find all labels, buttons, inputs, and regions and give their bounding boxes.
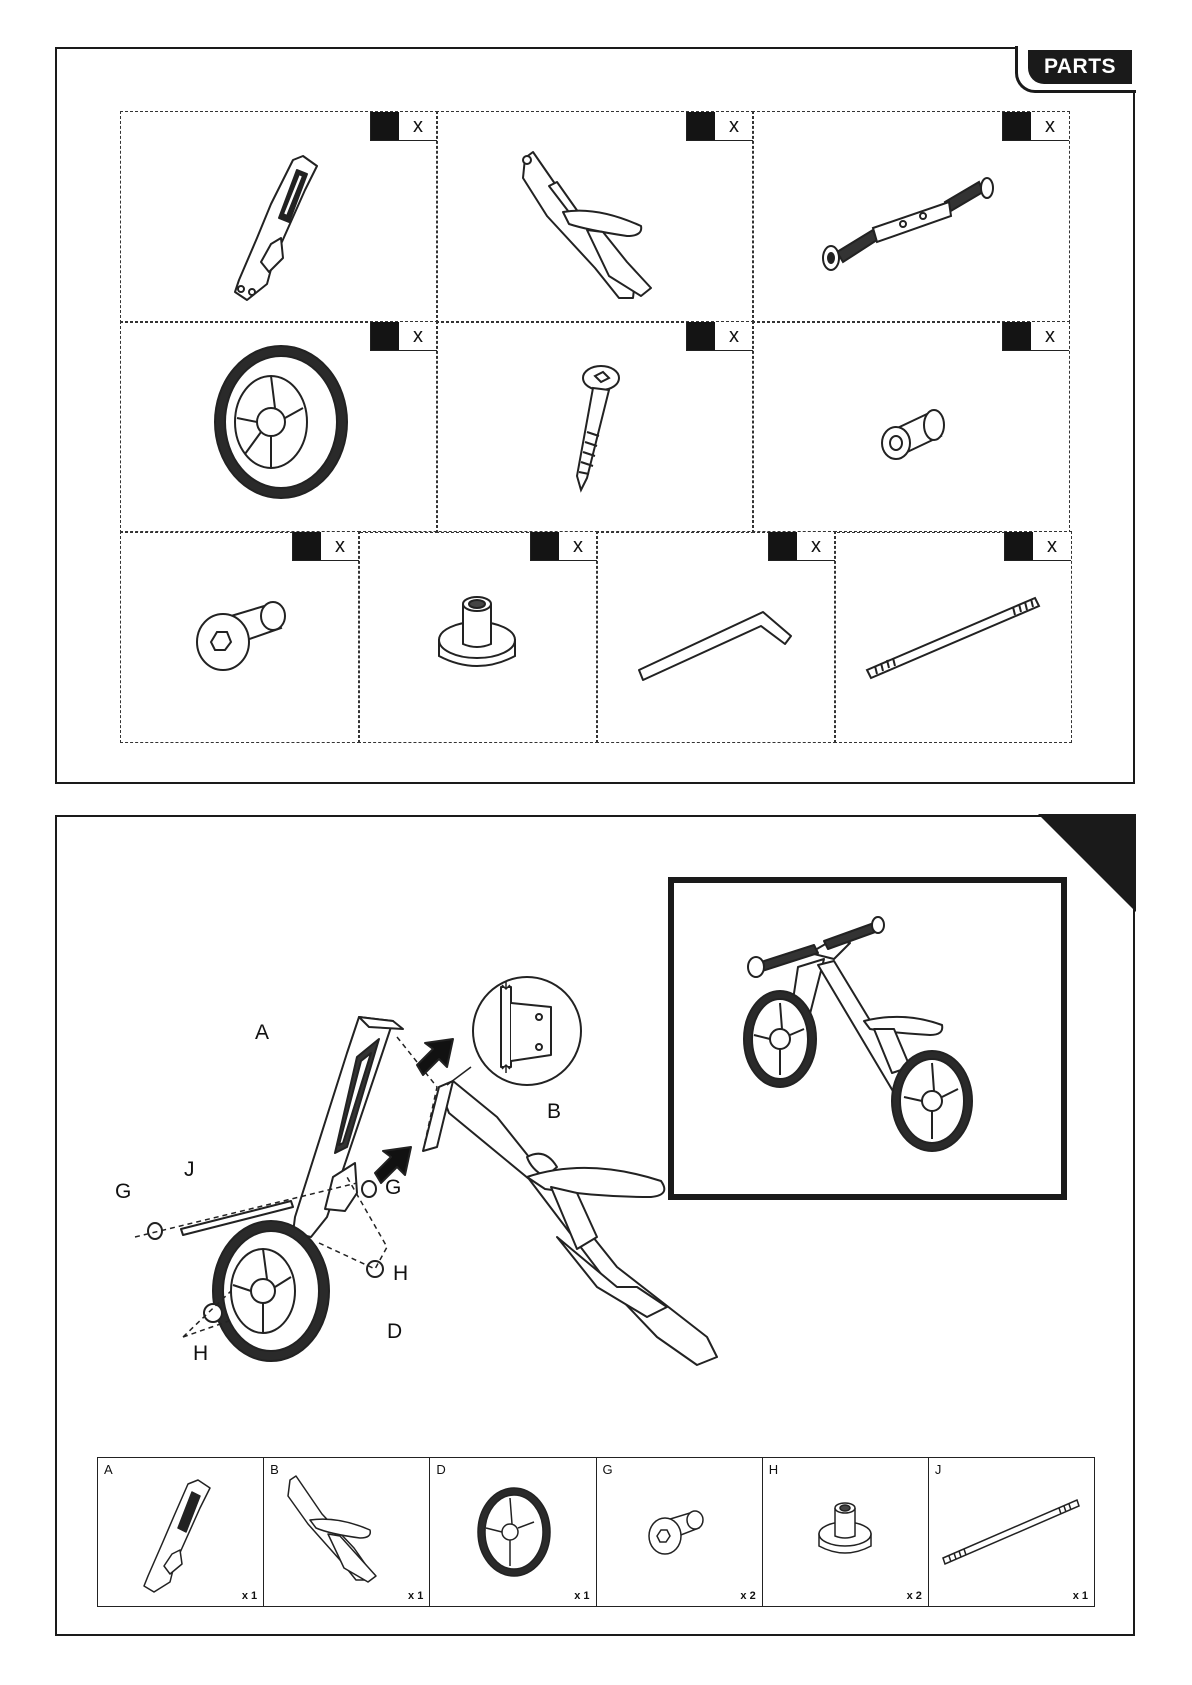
part-cell-4: x xyxy=(120,321,438,533)
strip-qty: x 1 xyxy=(574,1590,589,1602)
part-cell-3: x xyxy=(752,111,1070,323)
spacer-sleeve-icon xyxy=(753,322,1071,534)
strip-qty: x 2 xyxy=(907,1590,922,1602)
nut-h-left xyxy=(204,1304,222,1322)
part-cell-7: x xyxy=(120,531,360,743)
strip-qty: x 1 xyxy=(408,1590,423,1602)
handlebar-icon xyxy=(753,112,1071,324)
threaded-rod-icon xyxy=(929,1458,1095,1604)
cap-bolt-icon xyxy=(121,532,361,744)
side-frame-a-icon xyxy=(98,1458,264,1604)
part-cell-9: x xyxy=(596,531,836,743)
threaded-rod-icon xyxy=(835,532,1073,744)
part-cell-6: x xyxy=(752,321,1070,533)
part-cell-2: x xyxy=(436,111,754,323)
callout-d: D xyxy=(387,1321,402,1342)
callout-g-right: G xyxy=(385,1177,401,1198)
parts-tab: PARTS xyxy=(1015,46,1136,93)
insert-arrow-top xyxy=(417,1039,453,1075)
side-frame-a-icon xyxy=(121,112,439,324)
bolt-g-left xyxy=(148,1223,162,1239)
callout-g-left: G xyxy=(115,1181,131,1202)
callout-h-left: H xyxy=(193,1343,208,1364)
callout-j: J xyxy=(184,1159,195,1180)
side-frame-b-icon xyxy=(264,1458,430,1604)
strip-cell-d: D x 1 xyxy=(430,1458,596,1606)
callout-b: B xyxy=(547,1101,561,1122)
part-cell-1: x xyxy=(120,111,438,323)
wood-screw-icon xyxy=(437,322,755,534)
strip-qty: x 1 xyxy=(242,1590,257,1602)
part-cell-10: x xyxy=(834,531,1072,743)
assembly-step-panel: A B J G G H H D xyxy=(55,815,1135,1636)
cap-bolt-icon xyxy=(597,1458,763,1604)
strip-cell-b: B x 1 xyxy=(264,1458,430,1606)
barrel-nut-icon xyxy=(359,532,599,744)
nut-h-right xyxy=(367,1261,383,1277)
callout-h-right: H xyxy=(393,1263,408,1284)
allen-key-icon xyxy=(597,532,837,744)
strip-cell-a: A x 1 xyxy=(98,1458,264,1606)
strip-cell-g: G x 2 xyxy=(597,1458,763,1606)
side-frame-b-icon xyxy=(437,112,755,324)
strip-qty: x 2 xyxy=(740,1590,755,1602)
wheel-icon xyxy=(121,322,439,534)
strip-cell-j: J x 1 xyxy=(929,1458,1094,1606)
finished-bike-inset xyxy=(668,877,1067,1200)
part-cell-5: x xyxy=(436,321,754,533)
strip-cell-h: H x 2 xyxy=(763,1458,929,1606)
bolt-g-right xyxy=(362,1181,376,1197)
parts-title: PARTS xyxy=(1028,50,1132,84)
balance-bike-icon xyxy=(674,883,1061,1194)
parts-used-strip: A x 1 B x 1 D xyxy=(97,1457,1095,1607)
parts-panel: PARTS x x x xyxy=(55,47,1135,784)
wheel-icon xyxy=(430,1458,596,1604)
part-cell-8: x xyxy=(358,531,598,743)
callout-a: A xyxy=(255,1022,269,1043)
barrel-nut-icon xyxy=(763,1458,929,1604)
strip-qty: x 1 xyxy=(1073,1590,1088,1602)
